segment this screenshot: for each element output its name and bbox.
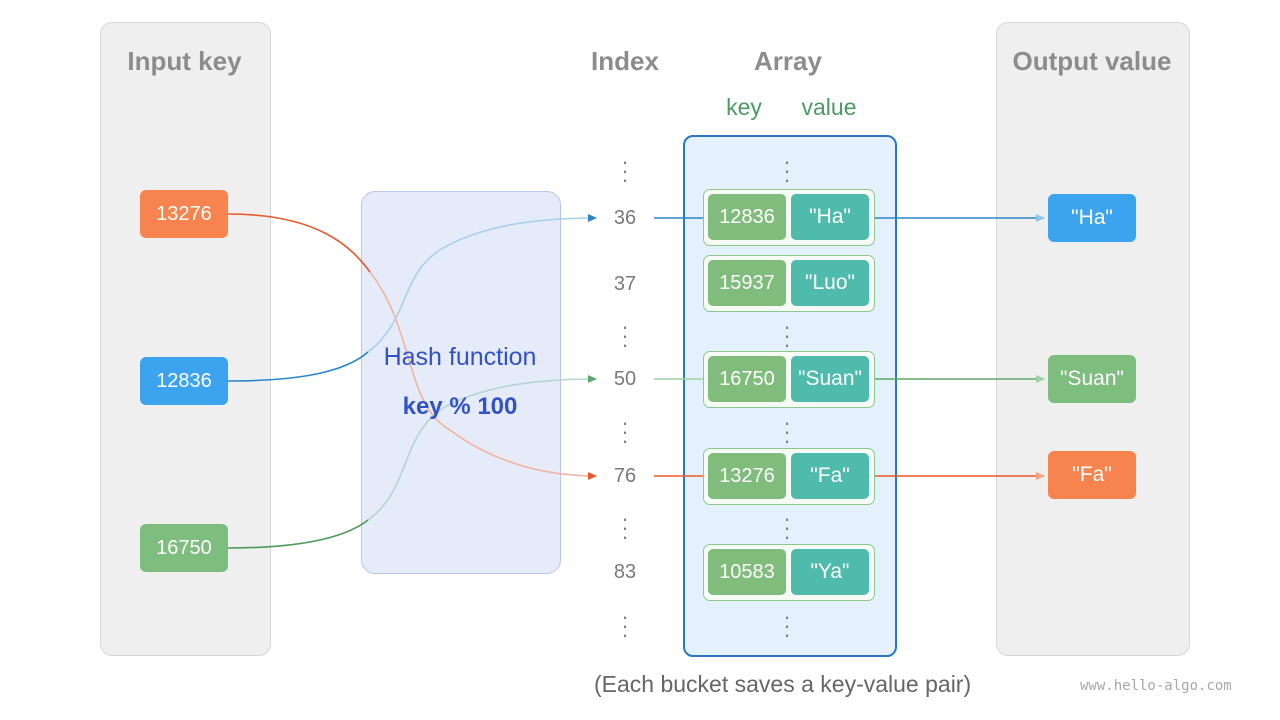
array-ellipsis: ··· [783,410,791,453]
array-ellipsis: ··· [783,149,791,192]
hash-function-label: Hash function [383,343,537,371]
output-value-panel [996,22,1190,656]
connector-16750-to-50-through [367,375,597,521]
array-ellipsis: ··· [783,506,791,549]
array-value-header: value [801,94,857,120]
index-ellipsis: ··· [621,410,629,453]
connector-12836-to-36-through [367,214,597,353]
input-key-16750: 16750 [140,524,228,572]
site-credit: www.hello-algo.com [1080,678,1232,694]
output-value-ha: "Ha" [1048,194,1136,242]
index-76: 76 [613,465,637,487]
array-key-header: key [726,94,762,120]
bucket-value: "Fa" [791,453,869,499]
bucket-key: 13276 [708,453,786,499]
index-50: 50 [613,368,637,390]
output-value-fa: "Fa" [1048,451,1136,499]
bucket-key: 16750 [708,356,786,402]
bucket-value: "Ha" [791,194,869,240]
output-value-title: Output value [1012,46,1172,76]
index-ellipsis: ··· [621,506,629,549]
input-key-title: Input key [127,46,242,76]
bucket-key: 12836 [708,194,786,240]
index-83: 83 [613,561,637,583]
array-ellipsis: ··· [783,314,791,357]
output-value-suan: "Suan" [1048,355,1136,403]
bucket-value: "Luo" [791,260,869,306]
index-37: 37 [613,273,637,295]
index-title: Index [591,46,659,76]
bucket-value: "Ya" [791,549,869,595]
index-ellipsis: ··· [621,604,629,647]
connector-13276-to-76-through [369,271,597,480]
array-ellipsis: ··· [783,604,791,647]
caption: (Each bucket saves a key-value pair) [594,671,972,697]
index-ellipsis: ··· [621,149,629,192]
index-36: 36 [613,207,637,229]
input-key-12836: 12836 [140,357,228,405]
connector-12836-to-36 [227,351,369,382]
index-ellipsis: ··· [621,314,629,357]
hash-function-formula: key % 100 [402,393,518,420]
bucket-key: 15937 [708,260,786,306]
input-key-13276: 13276 [140,190,228,238]
bucket-value: "Suan" [791,356,869,402]
array-title: Array [754,46,822,76]
connector-13276-to-76 [227,213,371,273]
bucket-key: 10583 [708,549,786,595]
connector-16750-to-50 [227,519,369,549]
